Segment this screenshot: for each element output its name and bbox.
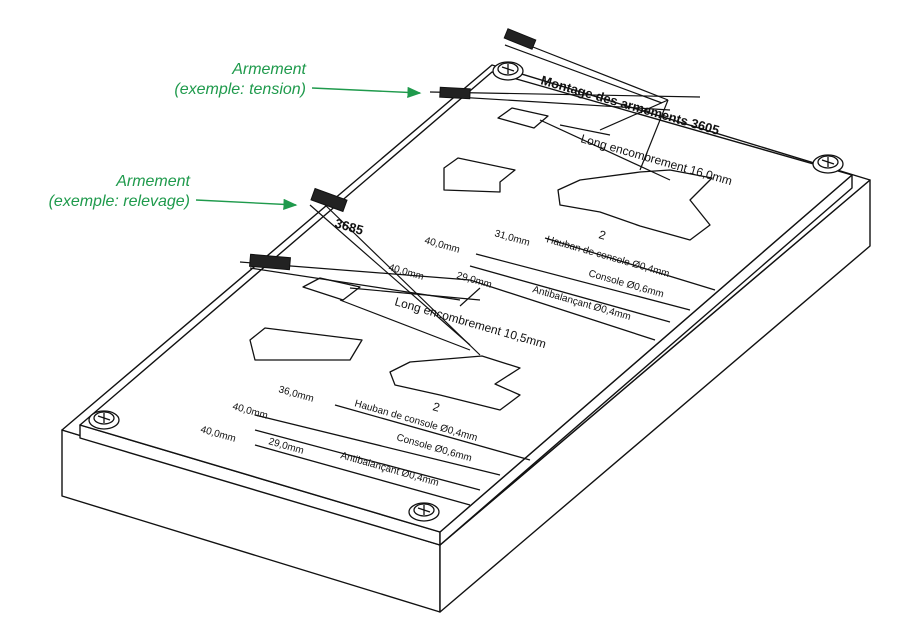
callout-relevage: Armement (exemple: relevage) <box>49 172 190 212</box>
screw-icon <box>408 502 440 522</box>
callout-title: Armement <box>116 173 190 190</box>
callout-tension: Armement (exemple: tension) <box>174 60 306 100</box>
lower-recess <box>249 277 521 411</box>
upper-stroke: 2 <box>597 227 608 242</box>
callout-arrow <box>311 86 422 99</box>
callout-subtitle: (exemple: relevage) <box>48 193 190 210</box>
screw-heads <box>88 61 844 522</box>
lower-stroke: 2 <box>431 399 442 414</box>
engraved-lines <box>254 237 716 506</box>
screw-icon <box>812 154 844 174</box>
callout-subtitle: (exemple: tension) <box>174 81 306 98</box>
screw-icon <box>88 410 120 430</box>
spring-coils <box>249 28 537 271</box>
screw-icon <box>492 61 524 81</box>
callout-title: Armement <box>232 61 306 78</box>
upper-recess <box>443 107 713 241</box>
callout-arrow <box>195 198 298 210</box>
